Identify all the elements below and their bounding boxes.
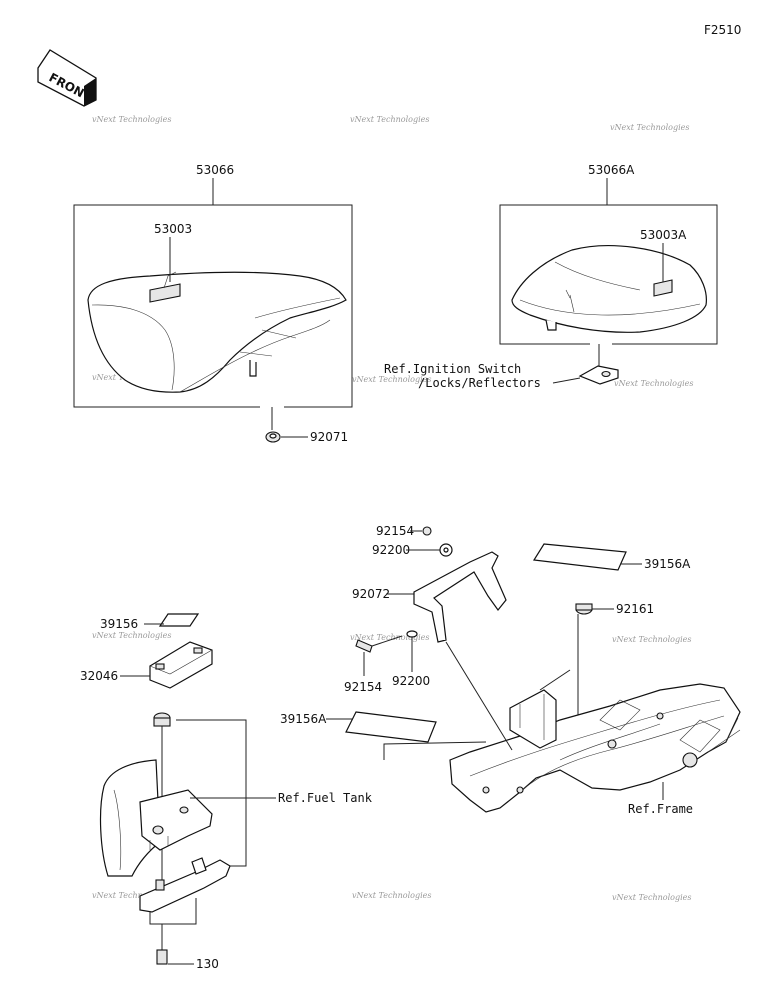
pad-right-part [532, 543, 627, 571]
part-label-bolt: 130 [196, 957, 219, 971]
frame-drawing [449, 683, 741, 813]
seat-assy-alt-box [499, 204, 718, 345]
part-label-damper-right: 92161 [616, 602, 654, 616]
part-label-pad-right: 39156A [644, 557, 691, 571]
part-label-seat-bracket: 92072 [352, 587, 390, 601]
passenger-seat-drawing [511, 245, 707, 333]
part-label-seat-cover-alt: 53003A [640, 228, 687, 242]
part-label-pad-left: 39156A [280, 712, 327, 726]
lower-bracket-part [139, 859, 231, 913]
part-label-bolt-bottom: 92154 [344, 680, 382, 694]
watermark: vNext Technologies [612, 635, 691, 644]
watermark: vNext Technologies [352, 375, 431, 384]
ref-fuel-tank: Ref.Fuel Tank [278, 791, 373, 805]
part-label-holder: 32046 [80, 669, 118, 683]
part-label-washer-bottom: 92200 [392, 674, 430, 688]
fuel-tank-drawing [99, 759, 213, 877]
watermark: vNext Technologies [350, 115, 429, 124]
ref-ignition-line2: /Locks/Reflectors [418, 376, 541, 390]
bolt-part [355, 639, 373, 653]
seat-bracket-part [413, 551, 507, 643]
watermark: vNext Technologies [92, 891, 171, 900]
watermark: vNext Technologies [92, 631, 171, 640]
watermark: vNext Technologies [352, 891, 431, 900]
part-label-damper: 92071 [310, 430, 348, 444]
seat-assy-alt-group: 53066A 53003A Ref.Ignition Switch /Locks… [384, 163, 718, 390]
pad-left-part [345, 711, 437, 743]
part-label-seat-assy-alt: 53066A [588, 163, 635, 177]
ref-ignition-line1: Ref.Ignition Switch [384, 362, 521, 376]
watermark: vNext Technologies [612, 893, 691, 902]
watermark: vNext Technologies [610, 123, 689, 132]
part-label-pad-small: 39156 [100, 617, 138, 631]
part-label-washer-top: 92200 [372, 543, 410, 557]
pad-small-part [158, 613, 200, 627]
part-label-seat-assy: 53066 [196, 163, 234, 177]
holder-fueltank-group: 39156 32046 Ref.Fuel Tank [80, 613, 373, 971]
figure-code: F2510 [704, 23, 741, 37]
bolt-130-part [156, 949, 168, 965]
latch-part [578, 365, 619, 385]
watermark: vNext Technologies [614, 379, 693, 388]
part-label-collar-top: 92154 [376, 524, 414, 538]
seat-cover-tag [149, 283, 181, 303]
watermark: vNext Technologies [350, 633, 429, 642]
collar-part [422, 526, 432, 536]
washer-bottom-part [406, 630, 418, 638]
bracket-frame-group: 92154 92200 92072 92154 92200 39156A 921… [280, 524, 741, 816]
seat-cover-alt-tag [653, 279, 673, 297]
watermark: vNext Technologies [92, 115, 171, 124]
ref-frame: Ref.Frame [628, 802, 693, 816]
rider-seat-drawing [87, 271, 347, 393]
seat-assy-group: 53066 53003 92071 [73, 163, 353, 444]
front-arrow-icon: FRONT [37, 49, 97, 107]
seat-assy-box [73, 204, 353, 408]
part-label-seat-cover: 53003 [154, 222, 192, 236]
